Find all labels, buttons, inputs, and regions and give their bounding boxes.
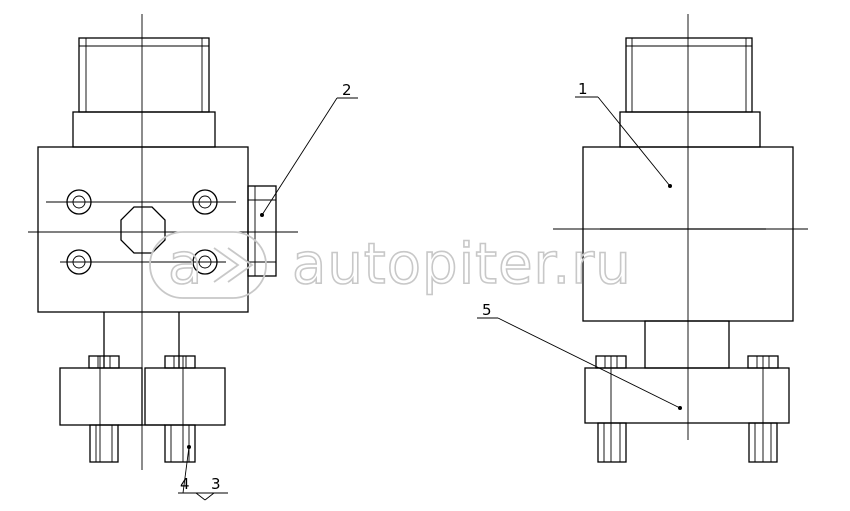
left-bolt-holes [66,189,218,275]
watermark-logo: a [149,231,267,299]
left-view [28,14,298,470]
callout-5: 5 [477,301,682,410]
callout-2-label: 2 [342,81,352,99]
left-octagon-nut [120,206,166,254]
left-bottom-block-1 [59,367,143,426]
left-bottom-block-2 [144,367,226,426]
svg-text:a: a [168,232,203,297]
left-side-fitting [247,185,277,277]
callout-4-label: 4 [180,475,190,493]
callout-1: 1 [575,80,672,188]
right-neck [619,111,761,148]
right-top-cap [625,37,753,113]
callout-1-label: 1 [578,80,588,98]
right-stem [644,320,730,369]
callout-2: 2 [260,81,358,217]
callout-3-label: 3 [211,475,221,493]
watermark-text: autopiter.ru [292,232,632,297]
callout-3-4: 4 3 [178,445,228,501]
left-main-body [37,146,249,313]
watermark: a autopiter.ru [149,231,632,299]
right-view [553,14,808,463]
left-bottom-legs [89,424,196,463]
callout-5-label: 5 [482,301,492,319]
right-base-plate [584,367,790,424]
left-top-cap [78,37,210,113]
left-neck [72,111,216,148]
right-bottom-legs [597,422,778,463]
